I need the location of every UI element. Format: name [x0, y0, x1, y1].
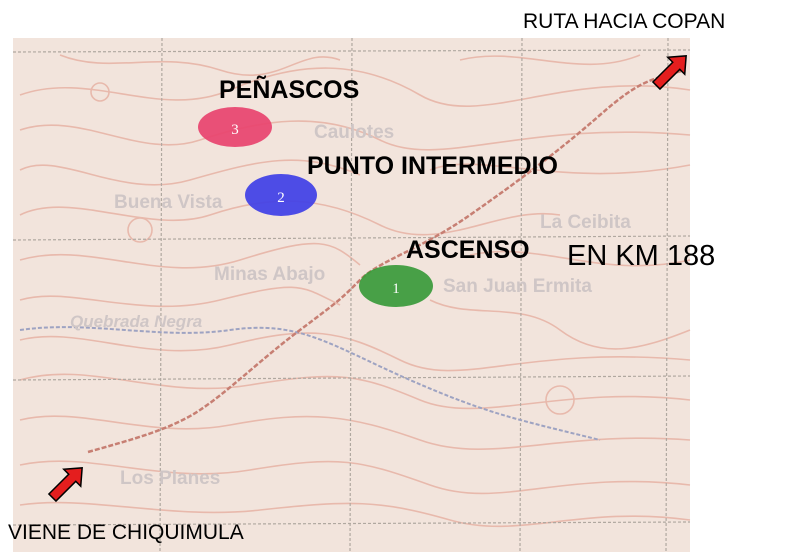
place-minas-abajo: Minas Abajo [214, 264, 326, 285]
marker-2-number: 2 [277, 190, 285, 206]
arrow-from-chiquimula-icon [47, 467, 83, 503]
route-to-label: RUTA HACIA COPAN [523, 10, 726, 33]
river [19, 326, 601, 441]
route-from-label: VIENE DE CHIQUIMULA [8, 521, 244, 544]
marker-3-penascos [198, 107, 272, 147]
place-los-planes: Los Planes [120, 468, 221, 489]
place-san-juan-ermita: San Juan Ermita [443, 276, 592, 297]
place-quebrada-negra: Quebrada Negra [70, 312, 203, 331]
place-la-ceibita: La Ceibita [540, 212, 631, 233]
map-grid [12, 37, 691, 552]
marker-1-ascenso [359, 265, 433, 307]
penascos-label: PEÑASCOS [219, 76, 360, 104]
punto-intermedio-label: PUNTO INTERMEDIO [307, 152, 558, 180]
place-caulotes: Caulotes [314, 122, 395, 143]
ascenso-label: ASCENSO [406, 236, 530, 264]
place-buena-vista: Buena Vista [114, 192, 223, 213]
km-label: EN KM 188 [567, 240, 716, 272]
marker-2-punto-intermedio [245, 174, 317, 216]
arrow-to-copan-icon [651, 55, 687, 91]
marker-3-number: 3 [231, 122, 239, 138]
marker-1-number: 1 [392, 281, 400, 297]
